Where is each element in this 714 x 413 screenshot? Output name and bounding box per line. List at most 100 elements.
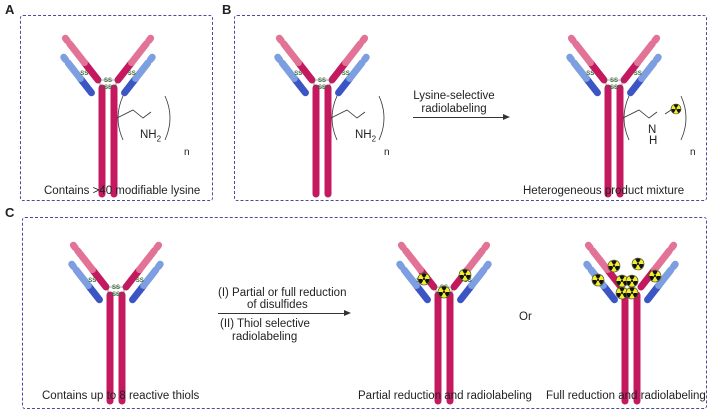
heavy-chain-arm-left-tip xyxy=(275,34,285,45)
panel-c-step1-line1: (I) Partial or full reduction xyxy=(218,287,347,299)
alkyl-chain xyxy=(330,109,366,119)
arrow-head-icon xyxy=(344,310,351,316)
light-chain-right-variable xyxy=(346,59,366,83)
radiation-blade xyxy=(629,287,635,292)
panel-c-step2-line2: radiolabeling xyxy=(232,331,298,343)
radiolabel-icon xyxy=(615,286,629,300)
radiolabel-icon xyxy=(670,103,682,115)
heavy-chain-arm-right-tip xyxy=(153,241,163,252)
panel-b-start-nh2-label: NH2 xyxy=(355,129,376,143)
radiation-center xyxy=(620,291,624,295)
panel-a-caption: Contains >40 modifiable lysine xyxy=(44,185,201,197)
light-chain-right-tip xyxy=(154,260,164,271)
subscript-2: 2 xyxy=(371,134,377,144)
panel-c-step1-line2: of disulfides xyxy=(247,299,308,311)
light-chain-left-variable xyxy=(570,59,590,83)
radiation-blade xyxy=(616,281,622,286)
panel-b-product-repeat-n: n xyxy=(690,147,696,158)
disulfide-label: SS xyxy=(586,71,594,77)
light-chain-left-variable xyxy=(278,59,298,83)
radiolabel-icon xyxy=(625,274,639,288)
subscript-2: 2 xyxy=(156,134,162,144)
radiation-center xyxy=(630,291,634,295)
alkyl-chain xyxy=(622,109,658,119)
panel-c-caption-partial: Partial reduction and radiolabeling xyxy=(358,390,532,402)
radiation-blade xyxy=(438,292,444,297)
radiation-blade xyxy=(632,264,638,269)
radiation-blade xyxy=(595,274,601,279)
radiation-center xyxy=(442,290,446,294)
panel-c-caption-start: Contains up to 8 reactive thiols xyxy=(42,390,200,402)
light-chain-left-tip xyxy=(68,260,78,271)
heavy-chain-arm-right-tip xyxy=(481,241,491,252)
panel-b-frame xyxy=(234,15,707,201)
disulfide-label: SS xyxy=(318,85,326,91)
panel-a-repeat-n: n xyxy=(184,147,190,158)
heavy-chain-arm-right-tip xyxy=(359,34,369,45)
radiation-center xyxy=(422,277,426,281)
heavy-chain-arm-left-constant xyxy=(80,59,102,84)
nh-text: NH xyxy=(140,129,157,141)
radiation-center xyxy=(596,278,600,282)
heavy-chain-arm-right-variable xyxy=(651,247,673,274)
heavy-chain-arm-right-variable xyxy=(128,40,150,67)
radiation-blade xyxy=(655,276,661,281)
light-chain-right-tip xyxy=(652,53,662,64)
bracket-right xyxy=(378,95,385,141)
radiation-blade xyxy=(611,260,617,265)
n-bond xyxy=(664,109,672,115)
light-chain-right-variable xyxy=(468,266,488,290)
radiation-blade xyxy=(652,270,658,275)
antibody-panel-c-full xyxy=(583,241,679,405)
radiation-blade xyxy=(598,280,604,285)
radiolabel-icon xyxy=(607,259,621,273)
disulfide-label: SS xyxy=(80,71,88,77)
radiation-blade xyxy=(619,287,625,292)
heavy-chain-arm-right-constant xyxy=(122,266,144,291)
heavy-chain-arm-left-variable xyxy=(74,247,96,274)
radiation-blade xyxy=(421,273,427,278)
radiation-blade xyxy=(629,275,635,280)
radiation-blade xyxy=(632,293,638,298)
panel-c-or-label: Or xyxy=(519,311,532,323)
panel-c-frame xyxy=(22,217,707,409)
radiolabel-icon xyxy=(417,272,431,286)
panel-b-start-repeat-n: n xyxy=(384,147,390,158)
disulfide-label: SS xyxy=(342,71,350,77)
light-chain-left-variable xyxy=(64,59,84,83)
heavy-chain-arm-left-constant xyxy=(88,266,110,291)
lysine-side-chain xyxy=(622,95,687,141)
light-chain-right-variable xyxy=(638,59,658,83)
heavy-chain-arm-right-tip xyxy=(145,34,155,45)
light-chain-left-tip xyxy=(566,53,576,64)
heavy-chain-arm-left-tip xyxy=(61,34,71,45)
radiation-center xyxy=(675,108,677,110)
radiolabel-icon xyxy=(437,285,451,299)
nh-text: NH xyxy=(355,129,372,141)
heavy-chain-arm-left-constant xyxy=(294,59,316,84)
light-chain-right-variable xyxy=(655,266,675,290)
radiation-center xyxy=(636,262,640,266)
panel-a-frame xyxy=(20,15,213,201)
light-chain-right-variable xyxy=(132,59,152,83)
bracket-left xyxy=(117,95,124,141)
heavy-chain-arm-right-constant xyxy=(620,59,642,84)
radiation-blade xyxy=(462,269,468,274)
radiation-center xyxy=(612,264,616,268)
heavy-chain-arm-left-constant xyxy=(586,59,608,84)
radiation-blade xyxy=(626,293,632,298)
light-chain-left-tip xyxy=(60,53,70,64)
bracket-right xyxy=(164,95,171,141)
light-chain-right-tip xyxy=(146,53,156,64)
light-chain-left-variable xyxy=(72,266,92,290)
disulfide-label: SS xyxy=(610,78,618,84)
disulfide-label: SS xyxy=(294,71,302,77)
heavy-chain-arm-right-tip xyxy=(668,241,678,252)
disulfide-label: SS xyxy=(634,71,642,77)
radiation-blade xyxy=(424,279,430,284)
